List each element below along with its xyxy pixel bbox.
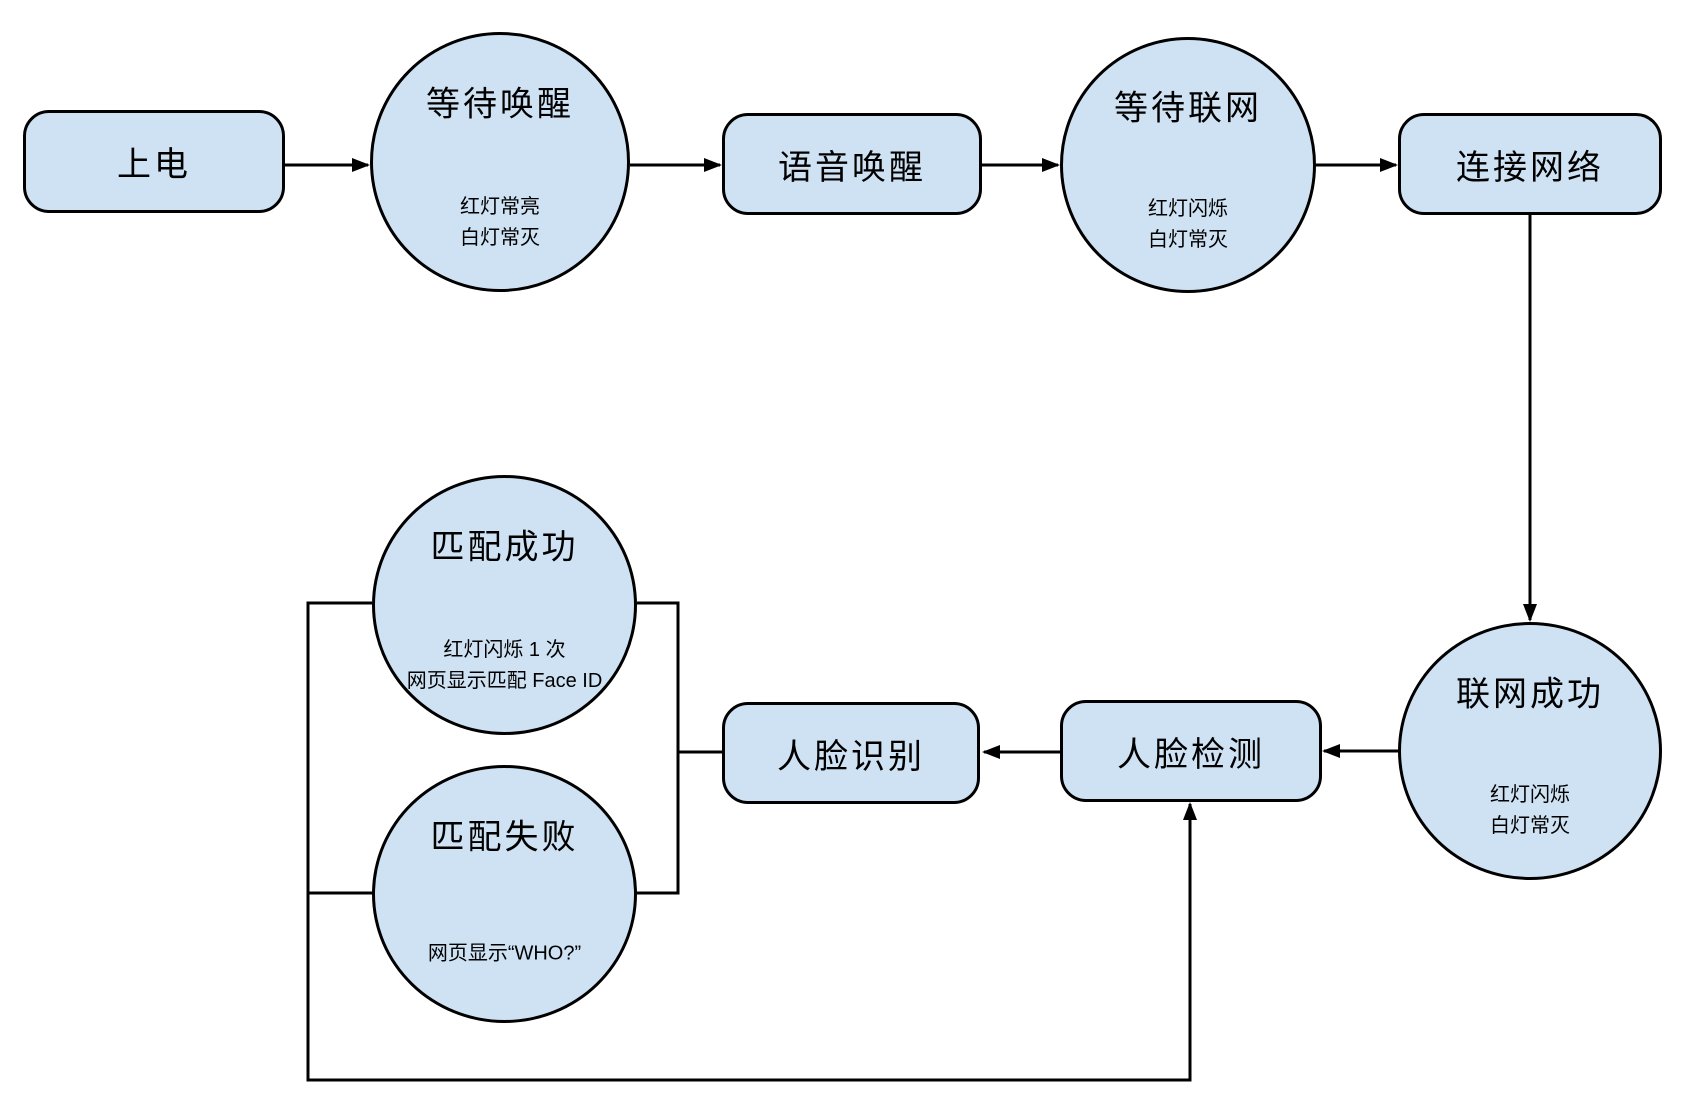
node-face-recognize-label: 人脸识别: [777, 737, 925, 776]
node-match-fail-note: 网页显示“WHO?”: [427, 942, 582, 965]
node-match-success-title: 匹配成功: [430, 528, 579, 567]
node-match-fail: 匹配失败 网页显示“WHO?”: [372, 765, 637, 1023]
node-power-on-label: 上电: [117, 146, 191, 184]
node-match-success-note: 红灯闪烁 1 次 网页显示匹配 Face ID: [406, 638, 603, 692]
node-network-success-note: 红灯闪烁 白灯常灭: [1490, 784, 1570, 838]
node-wait-wake-title: 等待唤醒: [426, 85, 574, 124]
node-match-fail-title: 匹配失败: [430, 818, 579, 857]
node-wait-network-title: 等待联网: [1114, 89, 1262, 128]
node-wait-wake: 等待唤醒 红灯常亮 白灯常灭: [370, 32, 630, 292]
edge-loop-back-to-facedetect: [306, 601, 1197, 1082]
node-connect-network: 连接网络: [1398, 113, 1662, 215]
node-voice-wake-label: 语音唤醒: [778, 148, 926, 187]
node-wait-wake-note: 红灯常亮 白灯常灭: [460, 195, 540, 249]
node-network-success: 联网成功 红灯闪烁 白灯常灭: [1398, 622, 1662, 880]
node-face-recognize: 人脸识别: [722, 702, 980, 804]
node-connect-network-label: 连接网络: [1456, 148, 1604, 187]
edge-facerecognize-branch-bracket: [637, 601, 680, 895]
node-network-success-title: 联网成功: [1456, 675, 1604, 714]
node-match-success: 匹配成功 红灯闪烁 1 次 网页显示匹配 Face ID: [372, 475, 637, 735]
node-face-detect-label: 人脸检测: [1117, 735, 1265, 774]
node-face-detect: 人脸检测: [1060, 700, 1322, 802]
node-voice-wake: 语音唤醒: [722, 113, 982, 215]
node-power-on: 上电: [23, 110, 285, 213]
node-wait-network: 等待联网 红灯闪烁 白灯常灭: [1060, 37, 1316, 293]
node-wait-network-note: 红灯闪烁 白灯常灭: [1148, 198, 1228, 251]
